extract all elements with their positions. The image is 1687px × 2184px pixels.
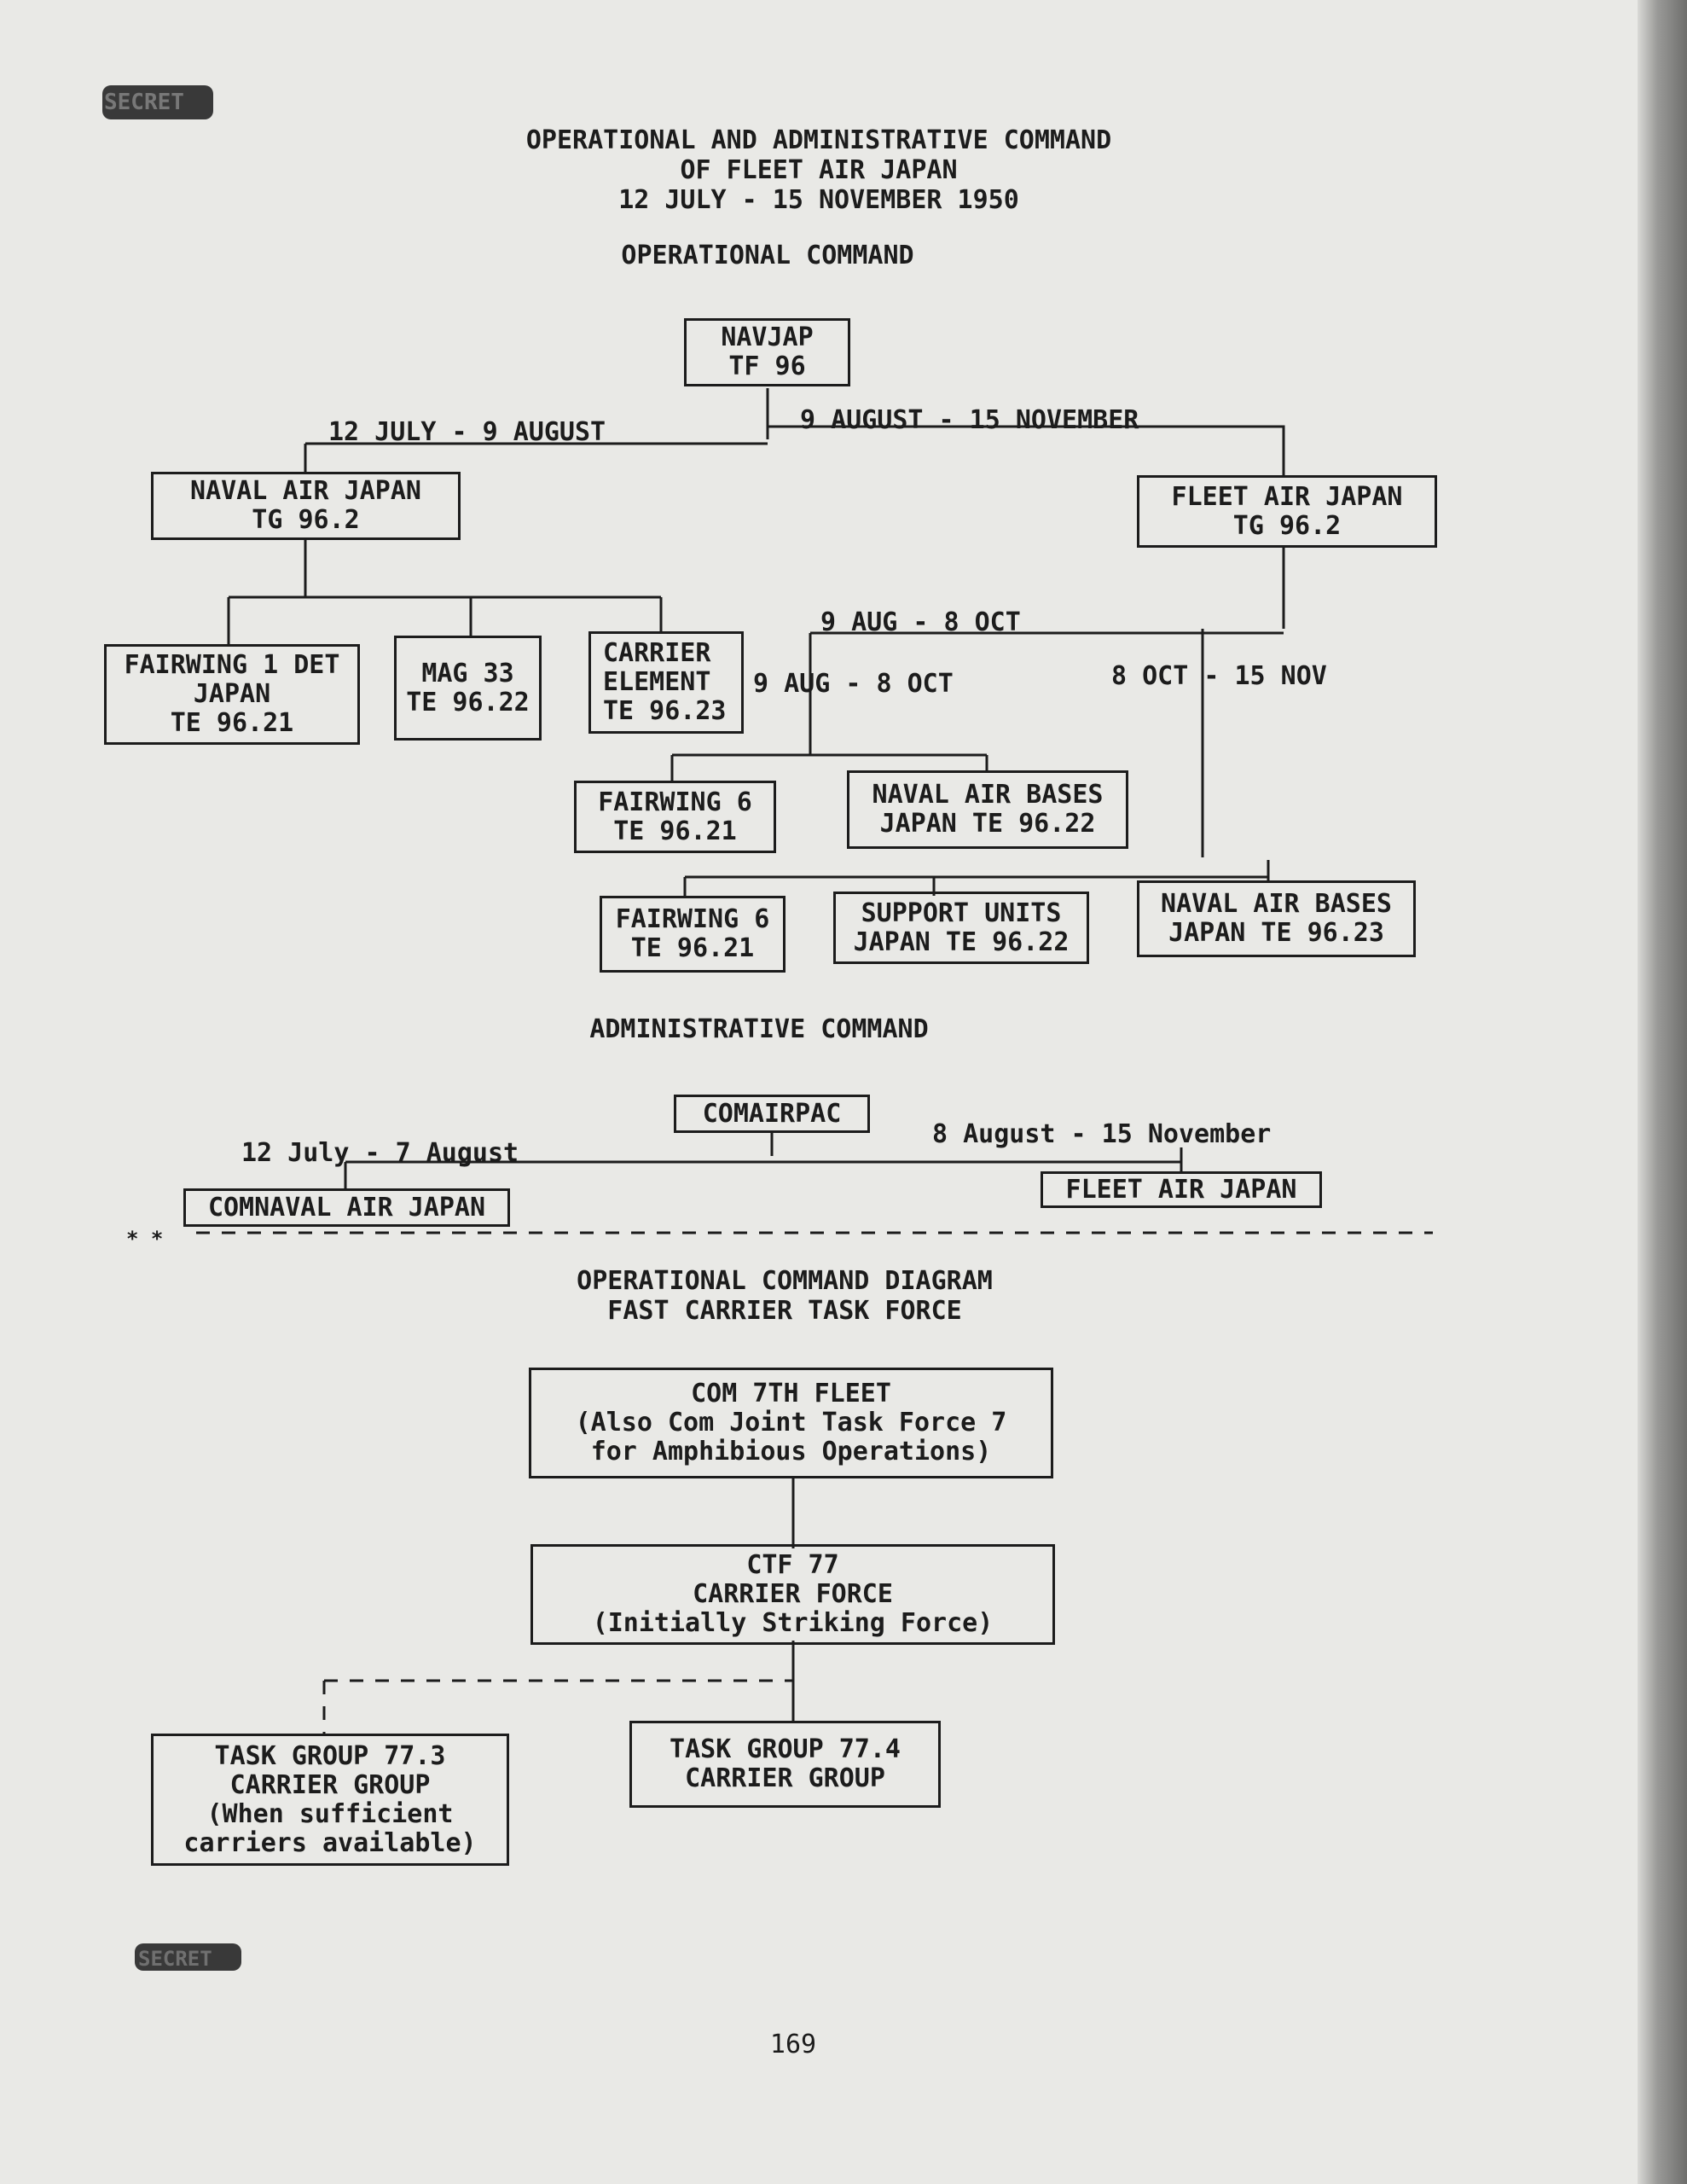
task-group-77-4-line2: CARRIER GROUP — [685, 1763, 885, 1793]
fast-carrier-heading2: FAST CARRIER TASK FORCE — [607, 1296, 962, 1326]
fairwing-1-det-line3: TE 96.21 — [170, 708, 294, 738]
task-group-77-4-line1: TASK GROUP 77.4 — [670, 1734, 901, 1764]
naval-air-japan-box: NAVAL AIR JAPAN TG 96.2 — [151, 472, 461, 540]
footnote-asterisks: * * — [126, 1227, 164, 1251]
carrier-element-line2: ELEMENT — [603, 667, 711, 697]
naval-air-bases-box-a: NAVAL AIR BASES JAPAN TE 96.22 — [847, 770, 1128, 849]
mag-33-line1: MAG 33 — [421, 658, 514, 688]
naval-air-bases-box-b: NAVAL AIR BASES JAPAN TE 96.23 — [1137, 880, 1416, 957]
fast-carrier-heading1: OPERATIONAL COMMAND DIAGRAM — [577, 1266, 993, 1296]
period-label-aug-oct-top: 9 AUG - 8 OCT — [820, 607, 1021, 637]
comairpac-box: COMAIRPAC — [674, 1095, 870, 1133]
navjap-tf: TF 96 — [728, 351, 806, 381]
task-group-77-3-line4: carriers available) — [183, 1827, 477, 1858]
fairwing-1-det-line2: JAPAN — [193, 679, 271, 709]
carrier-element-box: CARRIER ELEMENT TE 96.23 — [588, 631, 744, 734]
naval-air-japan-tg: TG 96.2 — [252, 505, 360, 535]
naval-air-bases-a-line2: JAPAN TE 96.22 — [879, 809, 1096, 839]
page-title-line3: 12 JULY - 15 NOVEMBER 1950 — [618, 185, 1019, 215]
ctf-77-line3: (Initially Striking Force) — [592, 1608, 994, 1638]
administrative-command-heading: ADMINISTRATIVE COMMAND — [589, 1014, 929, 1044]
support-units-line1: SUPPORT UNITS — [861, 897, 1062, 928]
period-label-aug-oct-mid: 9 AUG - 8 OCT — [753, 669, 954, 699]
period-label-oct-nov: 8 OCT - 15 NOV — [1111, 661, 1327, 691]
classification-stamp-top — [102, 85, 213, 119]
support-units-line2: JAPAN TE 96.22 — [853, 926, 1070, 957]
admin-period-right: 8 August - 15 November — [932, 1119, 1272, 1149]
admin-fleet-air-japan-box: FLEET AIR JAPAN — [1041, 1171, 1322, 1208]
com-7th-fleet-box: COM 7TH FLEET (Also Com Joint Task Force… — [529, 1368, 1053, 1478]
classification-bottom: SECRET — [138, 1947, 212, 1971]
carrier-element-line3: TE 96.23 — [603, 696, 727, 726]
naval-air-bases-a-line1: NAVAL AIR BASES — [872, 780, 1104, 810]
naval-air-japan-label: NAVAL AIR JAPAN — [190, 476, 421, 506]
task-group-77-3-line1: TASK GROUP 77.3 — [214, 1740, 446, 1771]
classification-stamp-bottom — [135, 1943, 241, 1971]
naval-air-bases-b-line2: JAPAN TE 96.23 — [1168, 918, 1384, 948]
page-number: 169 — [769, 2030, 817, 2059]
task-group-77-4-box: TASK GROUP 77.4 CARRIER GROUP — [629, 1721, 941, 1808]
ctf-77-line2: CARRIER FORCE — [693, 1579, 893, 1609]
fleet-air-japan-box: FLEET AIR JAPAN TG 96.2 — [1137, 475, 1437, 548]
fairwing-6-b-line1: FAIRWING 6 — [615, 904, 770, 934]
mag-33-line2: TE 96.22 — [406, 687, 530, 717]
classification-top: SECRET — [104, 90, 184, 115]
fairwing-6-a-line2: TE 96.21 — [613, 816, 737, 846]
navjap-label: NAVJAP — [721, 322, 814, 352]
period-label-right: 9 AUGUST - 15 NOVEMBER — [800, 405, 1139, 435]
comnaval-air-japan-label: COMNAVAL AIR JAPAN — [207, 1192, 486, 1223]
period-label-left: 12 JULY - 9 AUGUST — [328, 417, 606, 447]
naval-air-bases-b-line1: NAVAL AIR BASES — [1161, 889, 1392, 919]
admin-period-left: 12 July - 7 August — [241, 1138, 519, 1168]
task-group-77-3-line2: CARRIER GROUP — [229, 1769, 431, 1800]
com-7th-fleet-line3: for Amphibious Operations) — [590, 1437, 992, 1467]
com-7th-fleet-line2: (Also Com Joint Task Force 7 — [575, 1408, 1007, 1438]
page-binding-shadow — [1638, 0, 1687, 2184]
ctf-77-line1: CTF 77 — [746, 1550, 839, 1580]
support-units-box: SUPPORT UNITS JAPAN TE 96.22 — [833, 892, 1089, 964]
fairwing-1-det-box: FAIRWING 1 DET JAPAN TE 96.21 — [104, 644, 360, 745]
task-group-77-3-box: TASK GROUP 77.3 CARRIER GROUP (When suff… — [151, 1734, 509, 1866]
comairpac-label: COMAIRPAC — [702, 1098, 842, 1129]
task-group-77-3-line3: (When sufficient — [206, 1798, 454, 1829]
mag-33-box: MAG 33 TE 96.22 — [394, 636, 542, 741]
fairwing-6-box-b: FAIRWING 6 TE 96.21 — [600, 896, 786, 973]
comnaval-air-japan-box: COMNAVAL AIR JAPAN — [183, 1188, 510, 1227]
com-7th-fleet-line1: COM 7TH FLEET — [691, 1379, 891, 1409]
navjap-box: NAVJAP TF 96 — [684, 318, 850, 386]
fleet-air-japan-tg: TG 96.2 — [1232, 510, 1342, 541]
page-title-line1: OPERATIONAL AND ADMINISTRATIVE COMMAND — [525, 125, 1112, 155]
fairwing-6-a-line1: FAIRWING 6 — [598, 787, 752, 817]
page-title-line2: OF FLEET AIR JAPAN — [680, 155, 958, 185]
fairwing-1-det-line1: FAIRWING 1 DET — [124, 650, 340, 680]
fleet-air-japan-label: FLEET AIR JAPAN — [1171, 481, 1403, 512]
ctf-77-box: CTF 77 CARRIER FORCE (Initially Striking… — [530, 1544, 1055, 1645]
fairwing-6-box-a: FAIRWING 6 TE 96.21 — [574, 781, 776, 853]
carrier-element-line1: CARRIER — [603, 638, 711, 668]
operational-command-heading: OPERATIONAL COMMAND — [621, 241, 914, 270]
fairwing-6-b-line2: TE 96.21 — [630, 933, 755, 963]
admin-fleet-air-japan-label: FLEET AIR JAPAN — [1065, 1174, 1297, 1205]
